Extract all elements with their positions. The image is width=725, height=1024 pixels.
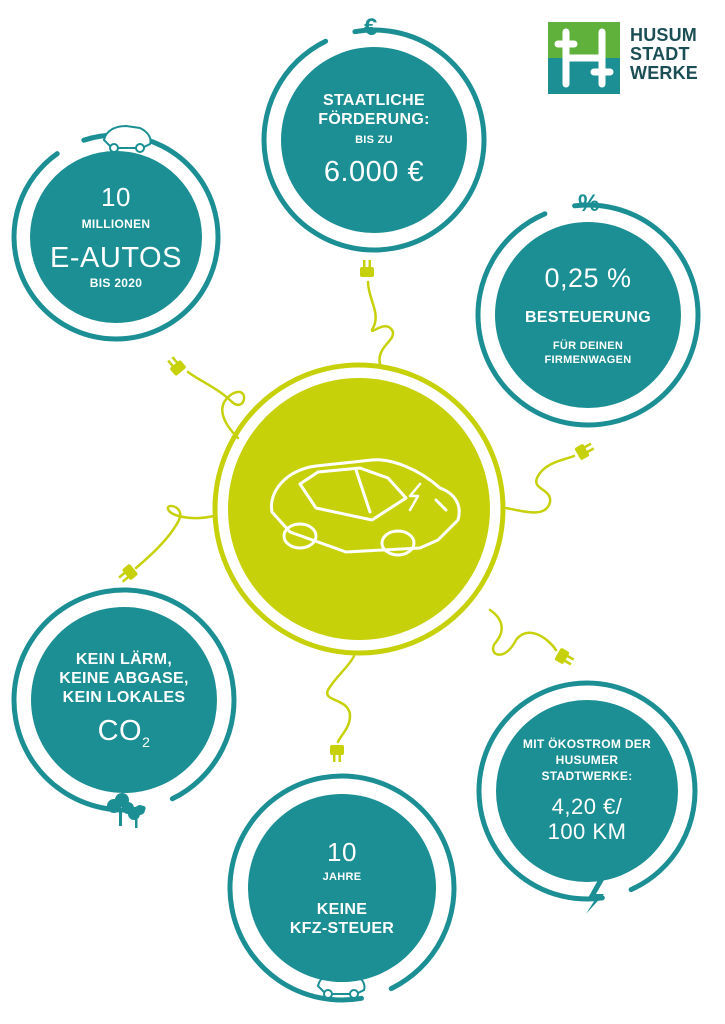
plug-icon	[574, 442, 595, 460]
power-price1: 4,20 €/	[551, 794, 623, 820]
power-line3: STADTWERKE:	[541, 768, 633, 783]
logo-mark	[548, 22, 620, 94]
ring-power	[476, 680, 698, 902]
bubble-kfz-tax: 10 JAHRE KEINE KFZ-STEUER	[248, 794, 436, 982]
cable-tax	[504, 454, 576, 514]
center-ring	[212, 362, 506, 656]
ring-tax	[475, 202, 701, 428]
kfz-number: 10	[327, 836, 357, 867]
cable-noise	[134, 504, 216, 570]
plug-icon	[167, 356, 186, 376]
noise-line2: KEINE ABGASE,	[59, 669, 189, 687]
funding-line2: FÖRDERUNG:	[318, 111, 430, 129]
car-icon	[102, 124, 152, 153]
cars-big: E-AUTOS	[50, 242, 182, 275]
funding-sub: BIS ZU	[355, 134, 393, 147]
co-text: CO	[97, 715, 143, 748]
cars-number: 10	[101, 181, 131, 212]
plug-icon	[330, 745, 344, 762]
plug-icon	[554, 648, 575, 666]
lightning-icon	[586, 880, 604, 914]
plug-icon	[118, 564, 138, 583]
center-disc	[228, 378, 490, 640]
cable-kfz	[325, 654, 356, 744]
plug-icon	[360, 260, 374, 277]
ring-cars	[11, 132, 221, 342]
funding-line1: STAATLICHE	[323, 91, 425, 109]
tax-rate: 0,25 %	[544, 262, 632, 293]
bubble-tax: 0,25 % BESTEUERUNG FÜR DEINEN FIRMENWAGE…	[495, 222, 681, 408]
bubble-funding: STAATLICHE FÖRDERUNG: BIS ZU 6.000 €	[281, 47, 467, 233]
kfz-line2: KFZ-STEUER	[289, 920, 395, 938]
power-line1: MIT ÖKOSTROM DER	[522, 737, 652, 752]
logo-line: WERKE	[630, 63, 698, 83]
tax-label: BESTEUERUNG	[525, 308, 651, 326]
logo-line: STADT	[630, 44, 690, 64]
logo-line: HUSUM	[630, 25, 697, 45]
power-price2: 100 KM	[547, 819, 627, 845]
cable-power	[488, 608, 558, 656]
cable-funding	[366, 280, 395, 366]
kfz-years: JAHRE	[322, 870, 362, 883]
funding-amount: 6.000 €	[323, 155, 425, 188]
power-line2: HUSUMER	[555, 752, 619, 767]
kfz-line1: KEINE	[316, 900, 368, 918]
ring-funding	[261, 27, 487, 253]
car-icon	[269, 458, 461, 557]
noise-line3: KEIN LOKALES	[62, 689, 186, 707]
co-sub: 2	[142, 734, 151, 751]
cable-cars	[186, 370, 246, 440]
trees-icon	[107, 793, 145, 828]
percent-icon: %	[578, 190, 600, 217]
euro-icon: €	[364, 14, 378, 41]
logo: HUSUM STADT WERKE	[624, 26, 698, 83]
tax-sub1: FÜR DEINEN	[552, 339, 624, 352]
ring-kfz	[227, 773, 457, 1003]
noise-line1: KEIN LÄRM,	[75, 650, 173, 668]
bubble-green-power: MIT ÖKOSTROM DER HUSUMER STADTWERKE: 4,2…	[496, 700, 678, 882]
tax-sub2: FIRMENWAGEN	[544, 354, 632, 367]
bubble-e-cars: 10 MILLIONEN E-AUTOS BIS 2020	[30, 151, 202, 323]
cars-label: MILLIONEN	[81, 216, 151, 231]
bubble-no-noise: KEIN LÄRM, KEINE ABGASE, KEIN LOKALES CO…	[31, 607, 217, 793]
cars-sub: BIS 2020	[89, 275, 143, 290]
noise-co2: CO2	[98, 715, 151, 750]
